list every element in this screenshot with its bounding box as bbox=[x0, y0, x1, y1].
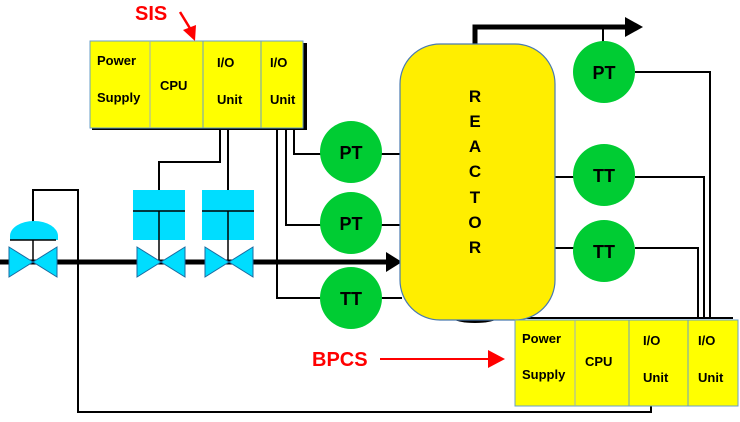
module-label: I/O bbox=[270, 55, 287, 70]
transmitter-tt-left[interactable]: TT bbox=[320, 267, 382, 329]
module-label: Supply bbox=[97, 90, 141, 105]
sis-pt2-signal bbox=[285, 127, 322, 226]
valve-body-icon bbox=[8, 246, 34, 278]
control-valve[interactable] bbox=[8, 221, 58, 278]
valve-body-icon bbox=[204, 246, 230, 278]
transmitter-pt-1[interactable]: PT bbox=[320, 121, 382, 183]
module-label: CPU bbox=[160, 78, 187, 93]
outlet-arrow-icon bbox=[625, 17, 643, 37]
module-label: Power bbox=[97, 53, 136, 68]
transmitter-pt-2[interactable]: PT bbox=[320, 192, 382, 254]
reactor-letter: R bbox=[469, 238, 481, 257]
inlet-arrow-icon bbox=[386, 252, 402, 272]
reactor-letter: C bbox=[469, 162, 481, 181]
sis-rack[interactable]: Power Supply CPU I/O Unit I/O Unit bbox=[89, 40, 307, 130]
bpcs-rack[interactable]: Power Supply CPU I/O Unit I/O Unit bbox=[514, 319, 739, 407]
reactor-letter: A bbox=[469, 137, 481, 156]
module-label: CPU bbox=[585, 354, 612, 369]
transmitter-label: TT bbox=[593, 166, 615, 186]
transmitter-label: TT bbox=[340, 289, 362, 309]
sis-pt1-signal bbox=[293, 127, 322, 155]
reactor-letter: O bbox=[468, 213, 481, 232]
valve-actuator-icon bbox=[10, 221, 58, 240]
module-label: Power bbox=[522, 331, 561, 346]
reactor-letter: T bbox=[470, 188, 481, 207]
transmitter-tt-2[interactable]: TT bbox=[573, 220, 635, 282]
bpcs-arrow-icon bbox=[380, 350, 505, 368]
module-label: Supply bbox=[522, 367, 566, 382]
transmitter-label: PT bbox=[339, 214, 362, 234]
module-label: Unit bbox=[217, 92, 243, 107]
transmitter-tt-1[interactable]: TT bbox=[573, 144, 635, 206]
process-outlet-pipe bbox=[472, 24, 628, 44]
module-label: I/O bbox=[643, 333, 660, 348]
transmitter-label: PT bbox=[592, 63, 615, 83]
valve-body-icon bbox=[136, 246, 162, 278]
reactor-label: R E A C T O R bbox=[468, 87, 481, 257]
sis-shutdown-valve-2[interactable] bbox=[202, 190, 254, 278]
bpcs-tt2-signal bbox=[635, 247, 699, 318]
sis-valve1-signal bbox=[158, 127, 221, 191]
sis-tt-signal bbox=[276, 127, 322, 299]
reactor-vessel[interactable] bbox=[399, 43, 556, 321]
bpcs-pt-signal bbox=[635, 71, 711, 318]
reactor-letter: R bbox=[469, 87, 481, 106]
bpcs-label: BPCS bbox=[312, 349, 368, 371]
module-label: Unit bbox=[270, 92, 296, 107]
module-label: I/O bbox=[217, 55, 234, 70]
module-label: Unit bbox=[643, 370, 669, 385]
transmitter-pt-outlet[interactable]: PT bbox=[573, 41, 635, 103]
transmitter-label: PT bbox=[339, 143, 362, 163]
module-label: Unit bbox=[698, 370, 724, 385]
sis-arrow-icon bbox=[178, 11, 196, 41]
sis-shutdown-valve-1[interactable] bbox=[133, 190, 186, 278]
transmitter-label: TT bbox=[593, 242, 615, 262]
bpcs-valve-signal-line bbox=[32, 189, 652, 413]
reactor-letter: E bbox=[469, 112, 480, 131]
sis-label: SIS bbox=[135, 3, 167, 25]
module-label: I/O bbox=[698, 333, 715, 348]
bpcs-tt1-signal bbox=[635, 176, 705, 318]
